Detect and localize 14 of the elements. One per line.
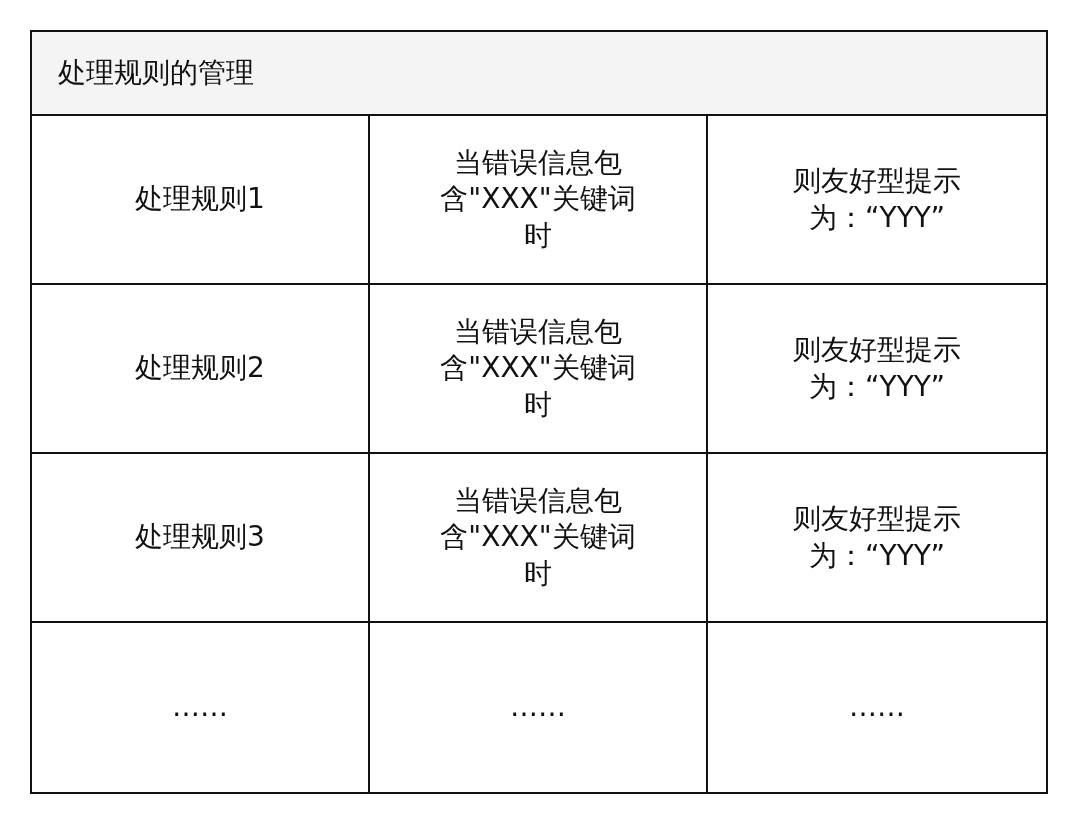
table-cell: 则友好型提示为：“YYY” [708,285,1046,454]
table-cell: 则友好型提示为：“YYY” [708,454,1046,623]
table-cell: …… [32,623,370,792]
table-cell: 处理规则1 [32,116,370,285]
table-cell-text: …… [848,689,906,726]
table-cell: …… [370,623,708,792]
table-cell: 处理规则3 [32,454,370,623]
table-cell: 当错误信息包含"XXX"关键词时 [370,116,708,285]
header-band [32,32,1046,116]
table-cell: 则友好型提示为：“YYY” [708,116,1046,285]
table-cell: 当错误信息包含"XXX"关键词时 [370,285,708,454]
table-cell: 当错误信息包含"XXX"关键词时 [370,454,708,623]
table-title: 处理规则的管理 [58,55,254,91]
table-cell: 处理规则2 [32,285,370,454]
